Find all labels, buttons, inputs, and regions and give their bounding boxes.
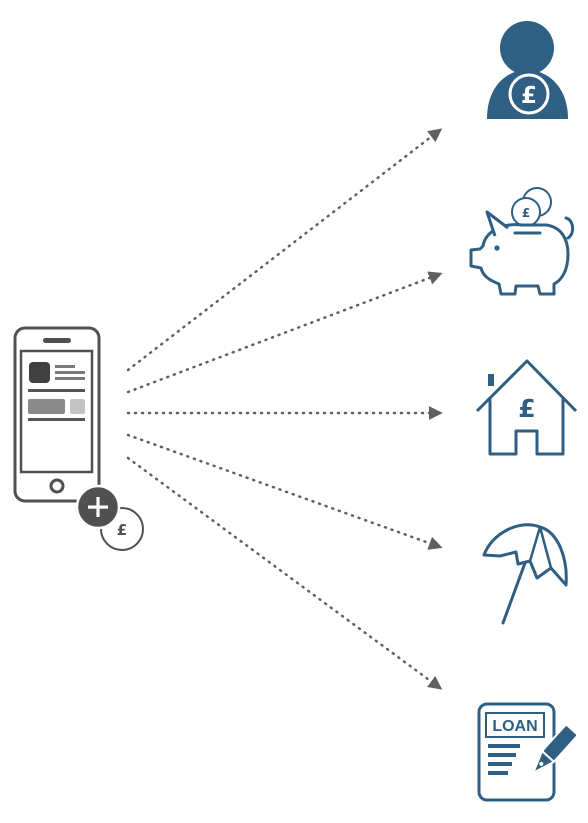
pen-icon xyxy=(532,724,579,774)
arrow-to-person xyxy=(126,128,443,372)
person-pound-symbol: £ xyxy=(521,83,537,109)
piggy-bank-icon: £ xyxy=(469,187,575,296)
house-pound-symbol: £ xyxy=(518,394,535,423)
coin-pound-symbol: £ xyxy=(522,206,530,220)
arrow-to-umbrella xyxy=(126,433,443,550)
plus-icon xyxy=(75,484,121,530)
house-pound-icon: £ xyxy=(475,359,578,456)
coin-pound-symbol: £ xyxy=(117,521,127,539)
smartphone-icon xyxy=(13,326,101,503)
loan-label: LOAN xyxy=(492,718,537,735)
arrows xyxy=(126,128,443,690)
loan-document-icon: LOAN xyxy=(477,702,579,802)
arrow-to-piggy-bank xyxy=(126,271,443,394)
person-pound-icon: £ xyxy=(487,21,568,119)
umbrella-icon xyxy=(482,523,568,625)
arrow-to-loan xyxy=(126,456,443,690)
